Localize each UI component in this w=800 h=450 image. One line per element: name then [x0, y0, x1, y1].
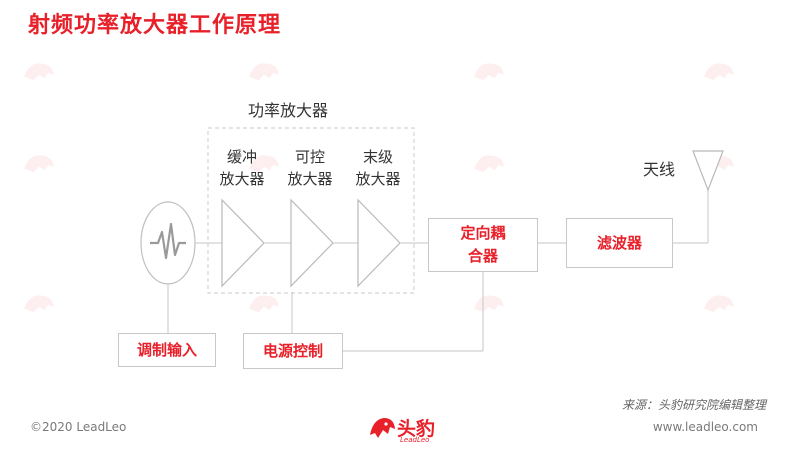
copyright-text: ©2020 LeadLeo — [30, 420, 127, 434]
website-link[interactable]: www.leadleo.com — [652, 420, 758, 434]
power-amplifier-label: 功率放大器 — [248, 101, 329, 120]
logo-subtext: LeadLeo — [400, 436, 430, 444]
leadleo-watermark-icon — [474, 155, 504, 173]
power-control-box: 电源控制 — [243, 333, 343, 369]
stage-label-line1: 可控 — [294, 148, 325, 166]
controllable-amplifier-triangle — [290, 198, 334, 288]
logo-name: 头豹 — [397, 418, 436, 440]
buffer-amplifier-triangle — [221, 198, 265, 288]
directional-coupler-box: 定向耦 合器 — [428, 218, 538, 272]
final-amplifier-triangle — [357, 198, 401, 288]
coupler-label-line1: 定向耦 — [460, 224, 506, 242]
power-amplifier-frame — [207, 127, 415, 294]
modulation-input-box: 调制输入 — [118, 333, 216, 367]
final-amplifier-label: 末级 放大器 — [348, 146, 408, 190]
stage-label-line2: 放大器 — [355, 170, 401, 188]
leadleo-watermark-icon — [474, 295, 504, 313]
waveform-icon — [150, 222, 186, 260]
leadleo-watermark-icon — [249, 155, 279, 173]
leadleo-watermark-icon — [24, 155, 54, 173]
coupler-label-line2: 合器 — [467, 247, 498, 265]
buffer-amplifier-label: 缓冲 放大器 — [212, 146, 272, 190]
filter-box: 滤波器 — [566, 218, 673, 268]
antenna-icon — [692, 150, 724, 192]
leadleo-watermark-icon — [474, 63, 504, 81]
leadleo-watermark-icon — [249, 63, 279, 81]
leadleo-watermark-icon — [704, 63, 734, 81]
leadleo-watermark-icon — [249, 295, 279, 313]
leadleo-logo-icon — [370, 418, 395, 438]
source-note: 来源：头豹研究院编辑整理 — [621, 398, 766, 412]
controllable-amplifier-label: 可控 放大器 — [280, 146, 340, 190]
page-title: 射频功率放大器工作原理 — [28, 13, 282, 38]
stage-label-line1: 缓冲 — [226, 148, 257, 166]
leadleo-watermark-icon — [704, 295, 734, 313]
stage-label-line2: 放大器 — [287, 170, 333, 188]
leadleo-watermark-icon — [24, 63, 54, 81]
leadleo-watermark-icon — [24, 295, 54, 313]
stage-label-line2: 放大器 — [219, 170, 265, 188]
stage-label-line1: 末级 — [362, 148, 393, 166]
antenna-label: 天线 — [643, 160, 676, 179]
